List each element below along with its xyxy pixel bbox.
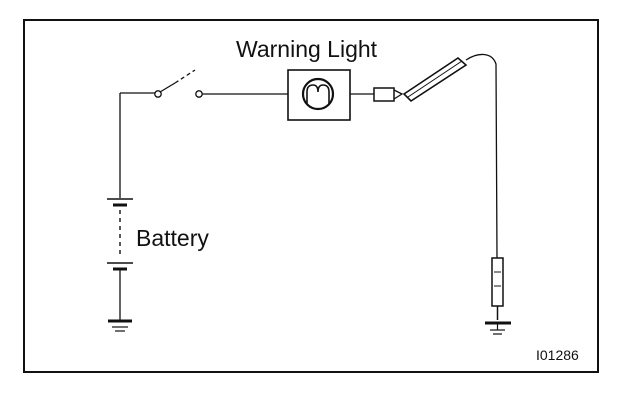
probe-tip-body bbox=[491, 257, 504, 307]
switch-lever bbox=[159, 82, 176, 93]
lamp-filament bbox=[306, 84, 330, 104]
switch-lever-dashed bbox=[174, 69, 196, 84]
probe-lead bbox=[465, 53, 498, 259]
figure-code: I01286 bbox=[536, 347, 579, 363]
connector bbox=[373, 87, 395, 102]
diagram-frame bbox=[23, 19, 599, 373]
switch bbox=[154, 69, 203, 98]
lamp-bulb bbox=[301, 77, 335, 111]
connector-jaw bbox=[393, 89, 404, 100]
battery bbox=[107, 198, 133, 320]
switch-contact-right bbox=[195, 90, 203, 98]
probe-handle-inner bbox=[407, 60, 463, 98]
warning-light-label: Warning Light bbox=[236, 36, 378, 62]
probe-tip bbox=[491, 257, 504, 320]
switch-contact-left bbox=[154, 90, 162, 98]
ground-left bbox=[108, 319, 132, 332]
battery-label: Battery bbox=[136, 225, 209, 251]
warning-light bbox=[287, 69, 351, 121]
ground-right bbox=[485, 321, 511, 335]
test-probe bbox=[402, 53, 498, 259]
